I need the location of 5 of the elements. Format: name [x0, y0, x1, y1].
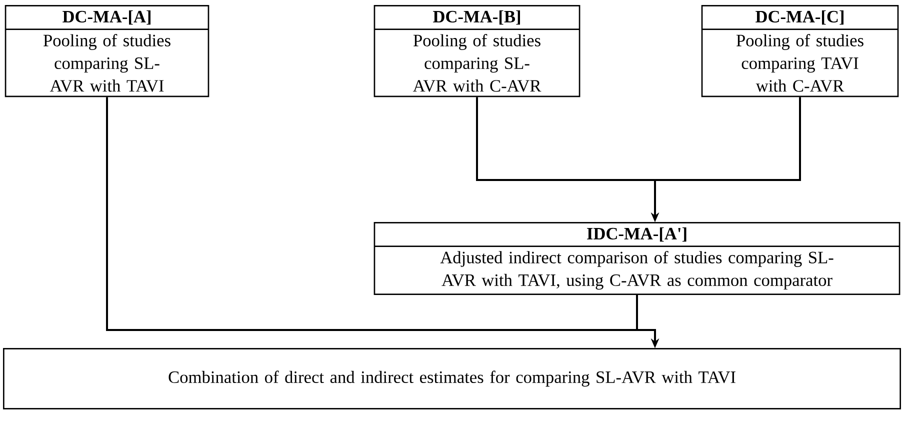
process-box: DC-MA-[B] Pooling of studies comparing SL-AVR with C-AVR [374, 5, 580, 98]
process-box: DC-MA-[A] Pooling of studies comparing SL-AVR with TAVI [4, 5, 210, 98]
process-box: DC-MA-[C] Pooling of studies comparing TAVI with C-AVR [701, 5, 899, 98]
process-box: IDC-MA-[A'] Adjusted indirect comparison of studies comparing SL-AVR with TAVI, using C-AVR as common comparator [374, 222, 900, 295]
result-box: Combination of direct and indirect estimates for comparing SL-AVR with TAVI [3, 348, 901, 410]
